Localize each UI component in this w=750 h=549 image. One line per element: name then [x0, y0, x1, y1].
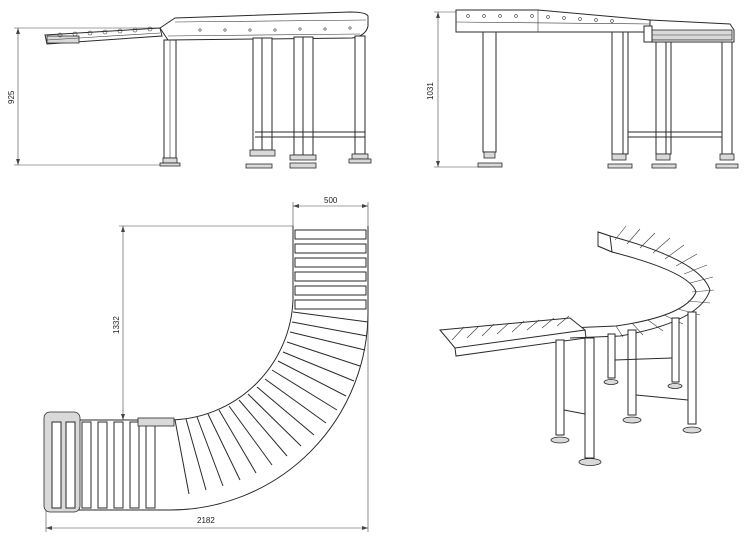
plan-straight-rollers-upper [294, 229, 367, 310]
front-legs [477, 31, 739, 169]
side-elevation-view: 925 [7, 11, 372, 169]
front-elevation-view: 1031 [426, 9, 739, 169]
side-rollers [57, 26, 153, 38]
plan-curved-rollers [174, 311, 369, 495]
plan-view: 500 1332 2182 [43, 196, 369, 532]
dimension-1031-label: 1031 [426, 82, 435, 100]
dimension-2182-label: 2182 [197, 516, 215, 525]
dimension-1332-label: 1332 [112, 316, 121, 334]
side-legs [159, 35, 372, 169]
dimension-925-label: 925 [7, 90, 16, 104]
dimension-500-label: 500 [324, 196, 338, 205]
isometric-view [439, 225, 715, 466]
end-guard [46, 35, 80, 44]
front-bolt-holes [466, 14, 614, 23]
plan-straight-rollers-lower [43, 411, 175, 513]
iso-straight-rollers [451, 315, 570, 341]
iso-legs [550, 311, 702, 466]
frame-bolt-holes [198, 26, 352, 32]
iso-curved-rollers [614, 225, 715, 338]
